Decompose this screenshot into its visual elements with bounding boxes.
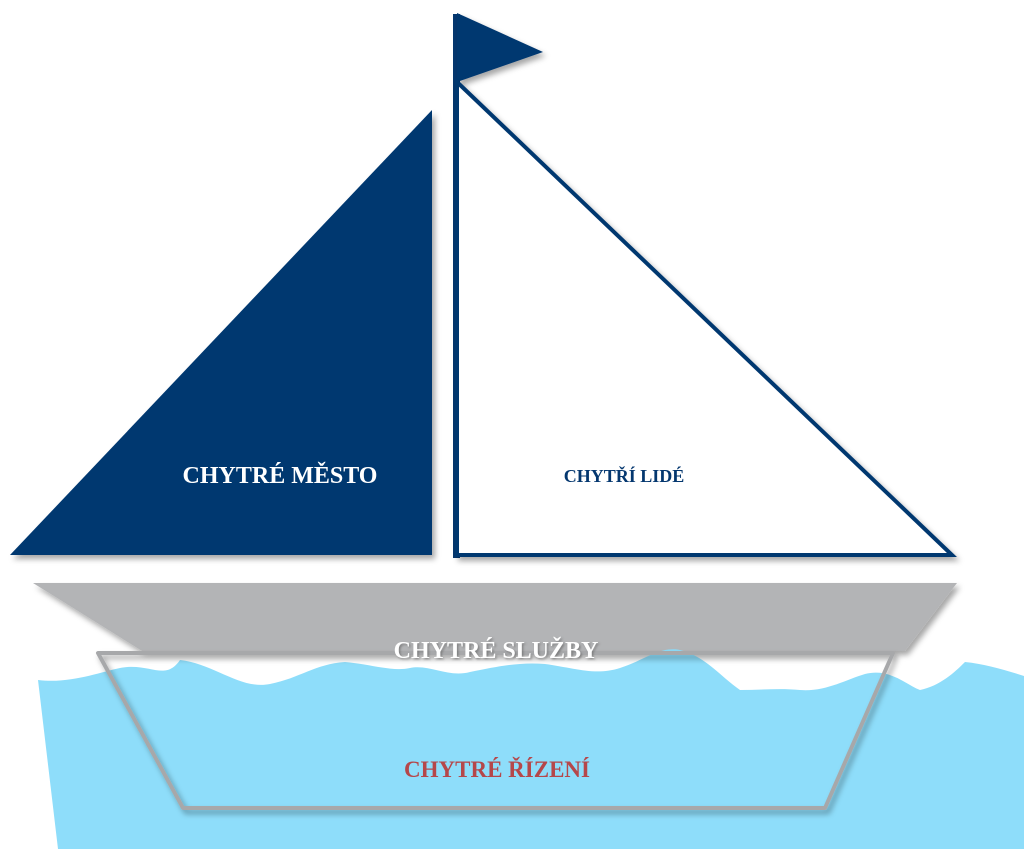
right-sail — [455, 77, 957, 557]
right-sail-label: CHYTŘÍ LIDÉ — [564, 465, 685, 486]
water — [38, 649, 1024, 849]
hull-label: CHYTRÉ SLUŽBY — [394, 637, 599, 664]
keel-label: CHYTRÉ ŘÍZENÍ — [404, 756, 590, 782]
flag — [457, 13, 543, 82]
hull — [33, 583, 957, 651]
keel — [96, 651, 895, 810]
left-sail-label: CHYTRÉ MĚSTO — [183, 462, 378, 489]
left-sail — [10, 110, 432, 555]
